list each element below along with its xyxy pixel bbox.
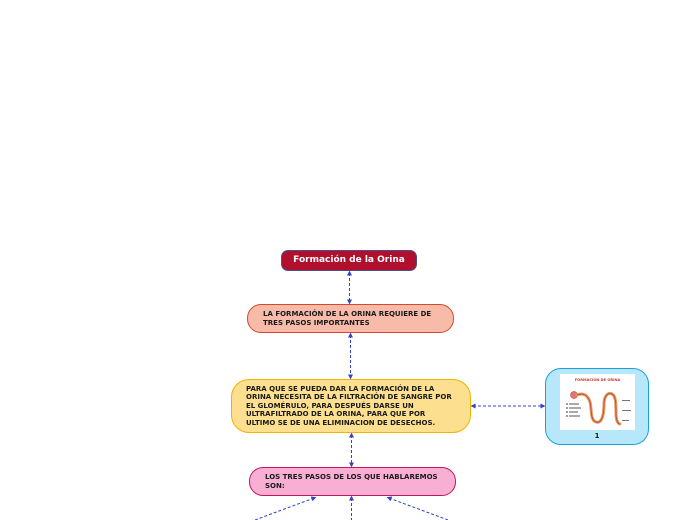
- topic-formacion-explicacion[interactable]: PARA QUE SE PUEDA DAR LA FORMACIÓN DE LA…: [231, 379, 471, 433]
- topic-los-tres-pasos[interactable]: LOS TRES PASOS DE LOS QUE HABLAREMOS SON…: [249, 467, 456, 496]
- link-node3-child-right: [386, 496, 449, 520]
- topic-label: LOS TRES PASOS DE LOS QUE HABLAREMOS SON…: [265, 473, 438, 490]
- topic-tres-pasos[interactable]: LA FORMACIÓN DE LA ORINA REQUIERE DE TRE…: [247, 304, 454, 333]
- thumbnail-title: FORMACIÓN DE ORINA: [575, 377, 621, 382]
- image-topic-label: 1: [594, 432, 600, 440]
- root-topic-label: Formación de la Orina: [293, 255, 405, 266]
- link-node3-child-left: [254, 496, 317, 520]
- topic-label: LA FORMACIÓN DE LA ORINA REQUIERE DE TRE…: [263, 310, 432, 327]
- root-topic[interactable]: Formación de la Orina: [281, 250, 417, 271]
- nephron-diagram-thumbnail: FORMACIÓN DE ORINA: [560, 374, 635, 430]
- topic-label: PARA QUE SE PUEDA DAR LA FORMACIÓN DE LA…: [246, 384, 452, 427]
- image-topic[interactable]: FORMACIÓN DE ORINA 1: [545, 368, 649, 445]
